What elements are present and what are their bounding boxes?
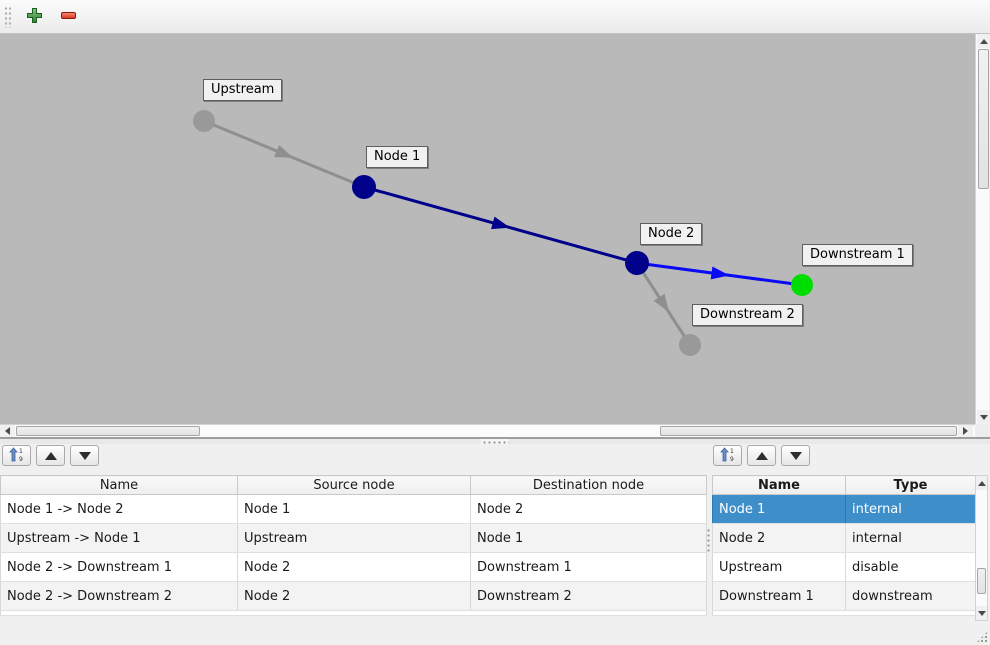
scroll-down-button[interactable] [976, 606, 987, 620]
cell[interactable]: Node 2 [237, 581, 471, 611]
nodes-vscroll-thumb[interactable] [977, 568, 986, 594]
cell[interactable]: Node 1 [712, 494, 846, 524]
node-label[interactable]: Node 2 [640, 223, 703, 245]
toolbar-drag-handle-icon[interactable] [4, 5, 11, 28]
edge-arrow-icon [491, 216, 511, 230]
up-triangle-icon [755, 451, 768, 460]
scroll-up-button[interactable] [976, 476, 987, 490]
graph-horizontal-scrollbar[interactable] [0, 424, 975, 437]
sort-ascending-icon: 1 9 [720, 446, 735, 465]
main-toolbar [0, 0, 990, 34]
node-label[interactable]: Downstream 2 [692, 304, 803, 326]
edge-arrow-icon [274, 144, 294, 158]
empty-row [0, 610, 707, 616]
cell[interactable]: Downstream 2 [470, 581, 707, 611]
sort-button[interactable]: 1 9 [2, 445, 31, 466]
graph-node[interactable] [193, 110, 215, 132]
move-up-button[interactable] [36, 445, 65, 466]
graph-hscroll-thumb-right[interactable] [660, 426, 957, 436]
cell[interactable]: Node 2 [470, 494, 707, 524]
cell[interactable]: Node 2 [712, 523, 846, 553]
move-up-button[interactable] [747, 445, 776, 466]
graph-node[interactable] [679, 334, 701, 356]
cell[interactable]: Node 1 [237, 494, 471, 524]
edge-arrow-icon [710, 266, 730, 280]
cell[interactable]: Upstream -> Node 1 [0, 523, 238, 553]
pane-separator-grip-icon[interactable] [481, 439, 509, 444]
cell[interactable]: Node 1 [470, 523, 707, 553]
cell[interactable]: Upstream [712, 552, 846, 582]
node-label[interactable]: Node 1 [366, 146, 429, 168]
cell[interactable]: Node 2 -> Downstream 2 [0, 581, 238, 611]
column-header[interactable]: Type [845, 475, 976, 495]
move-down-button[interactable] [70, 445, 99, 466]
move-down-button[interactable] [781, 445, 810, 466]
graph-vscroll-thumb[interactable] [978, 49, 989, 189]
down-triangle-icon [78, 451, 91, 460]
node-label[interactable]: Downstream 1 [802, 244, 913, 266]
down-triangle-icon [789, 451, 802, 460]
up-triangle-icon [44, 451, 57, 460]
edge-arrow-icon [653, 293, 669, 313]
column-header[interactable]: Destination node [470, 475, 707, 495]
cell[interactable]: downstream [845, 581, 976, 611]
svg-text:9: 9 [730, 456, 734, 462]
sort-ascending-icon: 1 9 [9, 446, 24, 465]
cell[interactable]: internal [845, 523, 976, 553]
edges-toolbar: 1 9 [2, 445, 99, 466]
plus-icon [26, 7, 43, 27]
cell[interactable]: Node 2 [237, 552, 471, 582]
column-header[interactable]: Name [712, 475, 846, 495]
cell[interactable]: Downstream 1 [712, 581, 846, 611]
graph-node[interactable] [791, 274, 813, 296]
nodes-toolbar: 1 9 [713, 445, 810, 466]
svg-text:9: 9 [19, 456, 23, 462]
graph-vertical-scrollbar[interactable] [975, 34, 990, 424]
graph-node[interactable] [625, 251, 649, 275]
graph-node[interactable] [352, 175, 376, 199]
cell[interactable]: Node 1 -> Node 2 [0, 494, 238, 524]
column-header[interactable]: Name [0, 475, 238, 495]
remove-button[interactable] [53, 3, 83, 31]
scroll-left-button[interactable] [0, 425, 15, 437]
pane-separator[interactable] [0, 437, 990, 444]
minus-icon [60, 7, 77, 27]
nodes-table-scrollbar[interactable] [975, 475, 988, 621]
panel-splitter-grip-icon[interactable] [706, 528, 711, 552]
sort-button[interactable]: 1 9 [713, 445, 742, 466]
scroll-down-button[interactable] [977, 410, 990, 424]
scroll-right-button[interactable] [958, 425, 973, 437]
svg-text:1: 1 [19, 448, 23, 455]
cell[interactable]: Upstream [237, 523, 471, 553]
svg-text:1: 1 [730, 448, 734, 455]
cell[interactable]: Node 2 -> Downstream 1 [0, 552, 238, 582]
scroll-up-button[interactable] [977, 34, 990, 48]
cell[interactable]: Downstream 1 [470, 552, 707, 582]
node-graph [193, 110, 813, 356]
column-header[interactable]: Source node [237, 475, 471, 495]
graph-hscroll-thumb[interactable] [16, 426, 200, 436]
scrollbar-corner [975, 424, 989, 437]
add-button[interactable] [19, 3, 49, 31]
empty-row [712, 610, 976, 616]
cell[interactable]: internal [845, 494, 976, 524]
node-label[interactable]: Upstream [203, 79, 283, 101]
cell[interactable]: disable [845, 552, 976, 582]
